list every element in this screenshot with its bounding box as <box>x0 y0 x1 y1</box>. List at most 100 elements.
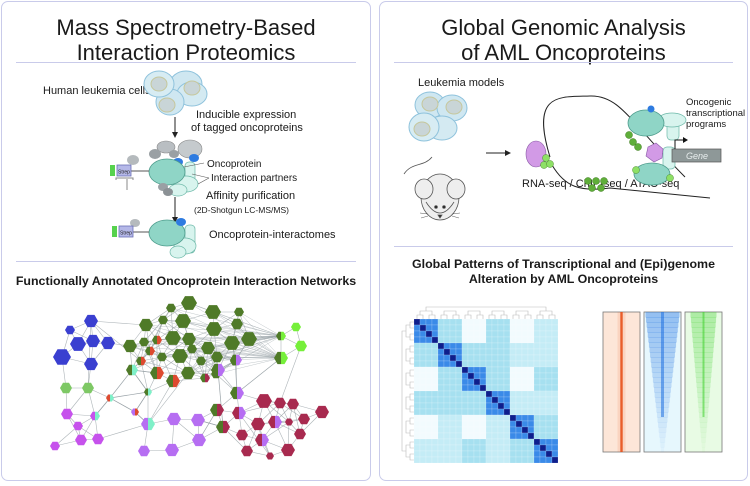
oncoprotein-complex-icon <box>110 139 210 197</box>
heatmap-cell <box>497 360 505 368</box>
heatmap-cell <box>551 360 559 368</box>
heatmap-cell <box>449 360 457 368</box>
heatmap-cell <box>545 396 553 404</box>
heatmap-cell <box>515 318 523 326</box>
heatmap-cell <box>443 354 451 362</box>
heatmap-cell <box>503 354 511 362</box>
network-nodes <box>50 296 329 460</box>
heatmap-cell <box>491 318 499 326</box>
heatmap-cell <box>413 456 421 464</box>
heatmap-cell <box>497 432 505 440</box>
heatmap-cell <box>485 450 493 458</box>
heatmap-cell <box>527 330 535 338</box>
heatmap-cell <box>503 420 511 428</box>
heatmap-cell <box>509 336 517 344</box>
heatmap-cell <box>413 330 421 338</box>
heatmap-cell <box>473 414 481 422</box>
heatmap-cell <box>425 396 433 404</box>
step1-line1: Inducible expression <box>196 109 297 121</box>
network-edge <box>140 360 189 374</box>
network-node <box>141 417 155 431</box>
heatmap-cell <box>491 354 499 362</box>
genomics-workflow-graphic: Gene <box>403 91 722 221</box>
heatmap-cell <box>503 444 511 452</box>
heatmap-cell <box>455 402 463 410</box>
heatmap-cell <box>497 408 505 416</box>
heatmap-cell <box>491 438 499 446</box>
heatmap-cell <box>455 390 463 398</box>
heatmap-cell <box>479 450 487 458</box>
heatmap-cell <box>497 390 505 398</box>
strep-tag-label: Strep <box>118 170 130 176</box>
heatmap-cell <box>419 354 427 362</box>
heatmap-cell <box>431 354 439 362</box>
heatmap-cell <box>467 456 475 464</box>
heatmap-cell <box>443 426 451 434</box>
heatmap-cell <box>527 366 535 374</box>
heatmap-cell <box>551 372 559 380</box>
heatmap-cell <box>455 456 463 464</box>
heatmap-cell <box>461 396 469 404</box>
heatmap-cell <box>515 384 523 392</box>
heatmap-cell <box>551 324 559 332</box>
network-node <box>256 394 272 408</box>
heatmap-cell <box>419 408 427 416</box>
heatmap-cell <box>515 450 523 458</box>
heatmap-cell <box>473 324 481 332</box>
network-node <box>166 303 176 313</box>
heatmap-cell <box>479 396 487 404</box>
network-node <box>157 352 167 362</box>
heatmap-cell <box>497 402 505 410</box>
heatmap-cell <box>467 408 475 416</box>
arrow-down-icon <box>172 197 178 223</box>
heatmap-cell <box>437 330 445 338</box>
network-node <box>232 406 246 420</box>
network-node <box>84 357 98 371</box>
heatmap-cell <box>431 438 439 446</box>
heatmap-cell <box>503 414 511 422</box>
heatmap-cell <box>455 396 463 404</box>
correlation-heatmap <box>401 306 559 464</box>
network-edge <box>215 335 282 375</box>
heatmap-cell <box>443 444 451 452</box>
heatmap-cell <box>479 336 487 344</box>
heatmap-cell <box>521 324 529 332</box>
heatmap-cell <box>509 426 517 434</box>
heatmap-cell <box>455 336 463 344</box>
heatmap-cell <box>431 342 439 350</box>
heatmap-cell <box>485 330 493 338</box>
heatmap-cell <box>503 318 511 326</box>
heatmap-cell <box>431 348 439 356</box>
heatmap-cell <box>503 378 511 386</box>
network-node <box>84 314 98 328</box>
heatmap-cell <box>473 360 481 368</box>
heatmap-cell <box>491 324 499 332</box>
heatmap-cell <box>461 390 469 398</box>
heatmap-cell <box>443 414 451 422</box>
network-node <box>187 344 197 354</box>
heatmap-cell <box>461 324 469 332</box>
heatmap-cell <box>455 372 463 380</box>
heatmap-cell <box>527 450 535 458</box>
heatmap-cell <box>509 420 517 428</box>
heatmap-cell <box>545 450 553 458</box>
heatmap-cell <box>545 402 553 410</box>
heatmap-cell <box>443 396 451 404</box>
heatmap-cell <box>449 384 457 392</box>
heatmap-cell <box>545 426 553 434</box>
network-node <box>274 351 288 365</box>
programs-line1: Oncogenic <box>686 97 732 108</box>
heatmap-cell <box>479 330 487 338</box>
heatmap-cell <box>467 396 475 404</box>
heatmap-cell <box>515 330 523 338</box>
heatmap-cell <box>533 348 541 356</box>
heatmap-cell <box>437 390 445 398</box>
heatmap-cell <box>419 342 427 350</box>
patterns-title-line2: Alteration by AML Oncoproteins <box>468 272 659 286</box>
heatmap-cell <box>527 384 535 392</box>
heatmap-cell <box>455 384 463 392</box>
chromatin-loop-icon <box>525 95 711 199</box>
network-node <box>70 337 86 351</box>
heatmap-cell <box>551 420 559 428</box>
heatmap-cell <box>533 456 541 464</box>
